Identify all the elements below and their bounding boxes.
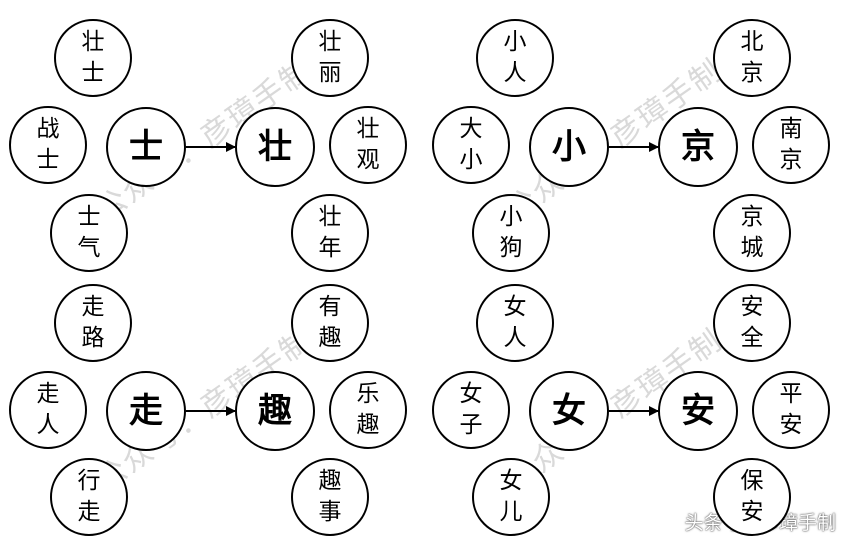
source-character-node: 小 bbox=[529, 107, 609, 187]
target-word-node: 保安 bbox=[713, 458, 791, 536]
source-character-node: 走 bbox=[106, 371, 186, 451]
target-word-node: 乐趣 bbox=[329, 371, 407, 449]
target-word-node: 京城 bbox=[713, 194, 791, 272]
target-word-node: 趣事 bbox=[291, 458, 369, 536]
source-word-node: 行走 bbox=[50, 458, 128, 536]
source-word-node: 小人 bbox=[476, 19, 554, 97]
target-character-node: 壮 bbox=[235, 107, 315, 187]
target-word-node: 平安 bbox=[752, 371, 830, 449]
target-word-node: 北京 bbox=[713, 19, 791, 97]
source-word-node: 小狗 bbox=[472, 194, 550, 272]
source-word-node: 走路 bbox=[54, 284, 132, 362]
target-word-node: 壮年 bbox=[291, 194, 369, 272]
source-word-node: 女人 bbox=[476, 284, 554, 362]
target-word-node: 有趣 bbox=[291, 284, 369, 362]
target-word-node: 壮观 bbox=[329, 106, 407, 184]
source-word-node: 女子 bbox=[432, 371, 510, 449]
source-word-node: 走人 bbox=[9, 371, 87, 449]
target-word-node: 安全 bbox=[713, 284, 791, 362]
target-character-node: 京 bbox=[658, 107, 738, 187]
source-word-node: 壮士 bbox=[54, 19, 132, 97]
source-word-node: 士气 bbox=[50, 194, 128, 272]
source-word-node: 大小 bbox=[432, 106, 510, 184]
source-word-node: 女儿 bbox=[472, 458, 550, 536]
target-word-node: 壮丽 bbox=[291, 19, 369, 97]
source-character-node: 女 bbox=[529, 371, 609, 451]
target-character-node: 安 bbox=[658, 371, 738, 451]
target-word-node: 南京 bbox=[752, 106, 830, 184]
target-character-node: 趣 bbox=[235, 371, 315, 451]
source-word-node: 战士 bbox=[9, 106, 87, 184]
source-character-node: 士 bbox=[106, 107, 186, 187]
